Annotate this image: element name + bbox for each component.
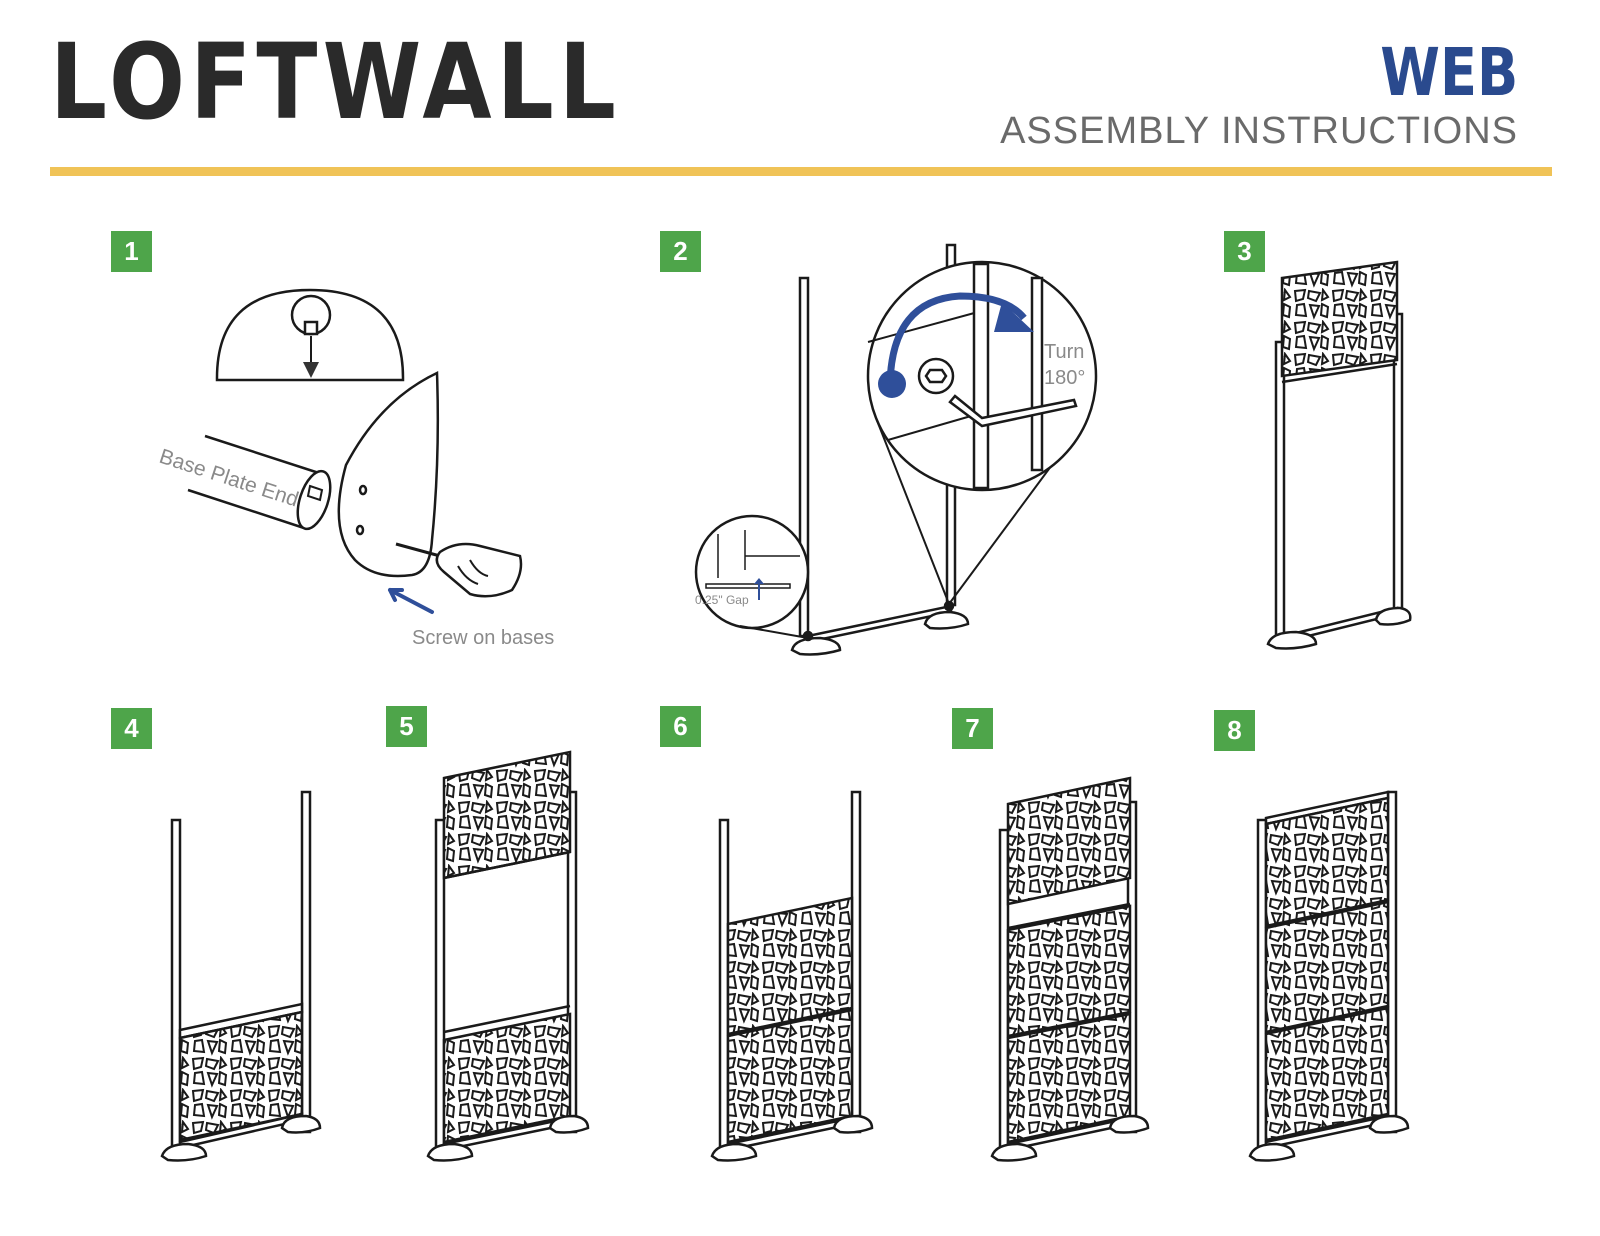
product-name: WEB (1380, 34, 1518, 111)
web-panel (1264, 1006, 1390, 1142)
left-foot (790, 636, 842, 656)
step-6-illustration (710, 790, 874, 1162)
step-4-illustration (160, 790, 322, 1162)
turn-label: Turn (1044, 341, 1084, 363)
step-3-illustration (1266, 260, 1412, 650)
web-panel (1280, 260, 1399, 378)
web-panel (1006, 904, 1132, 1038)
gap-detail-circle (694, 514, 810, 630)
step-badge-4: 4 (111, 708, 152, 749)
gap-label: 0.25" Gap (695, 593, 749, 607)
rotate-arrow-icon (886, 292, 1027, 385)
step-badge-6: 6 (660, 706, 701, 747)
step-2-illustration (694, 243, 1098, 656)
right-foot (923, 610, 970, 630)
web-panel (1264, 796, 1390, 928)
step-badge-8: 8 (1214, 710, 1255, 751)
step-5-illustration (426, 750, 590, 1162)
web-panel (1264, 900, 1390, 1034)
detail-post (972, 262, 990, 490)
header-divider (50, 167, 1552, 176)
base-plate-side-view (337, 371, 440, 578)
step-badge-1: 1 (111, 231, 152, 272)
step-7-illustration (990, 776, 1150, 1162)
brand-logo: LOFTWALL (50, 21, 622, 143)
turn-degrees-label: 180° (1044, 367, 1085, 389)
hex-key (948, 394, 1078, 428)
web-panel (442, 750, 572, 880)
step-badge-5: 5 (386, 706, 427, 747)
step-badge-3: 3 (1224, 231, 1265, 272)
arrow-icon (388, 588, 434, 614)
web-panel (726, 896, 854, 1036)
step-8-illustration (1248, 790, 1410, 1162)
web-panel (1006, 776, 1132, 906)
step-1-illustration (187, 288, 523, 614)
screw-on-bases-label: Screw on bases (412, 627, 554, 649)
document-subtitle: ASSEMBLY INSTRUCTIONS (1000, 110, 1518, 152)
step-badge-2: 2 (660, 231, 701, 272)
tube-end (296, 469, 332, 531)
step-badge-7: 7 (952, 708, 993, 749)
